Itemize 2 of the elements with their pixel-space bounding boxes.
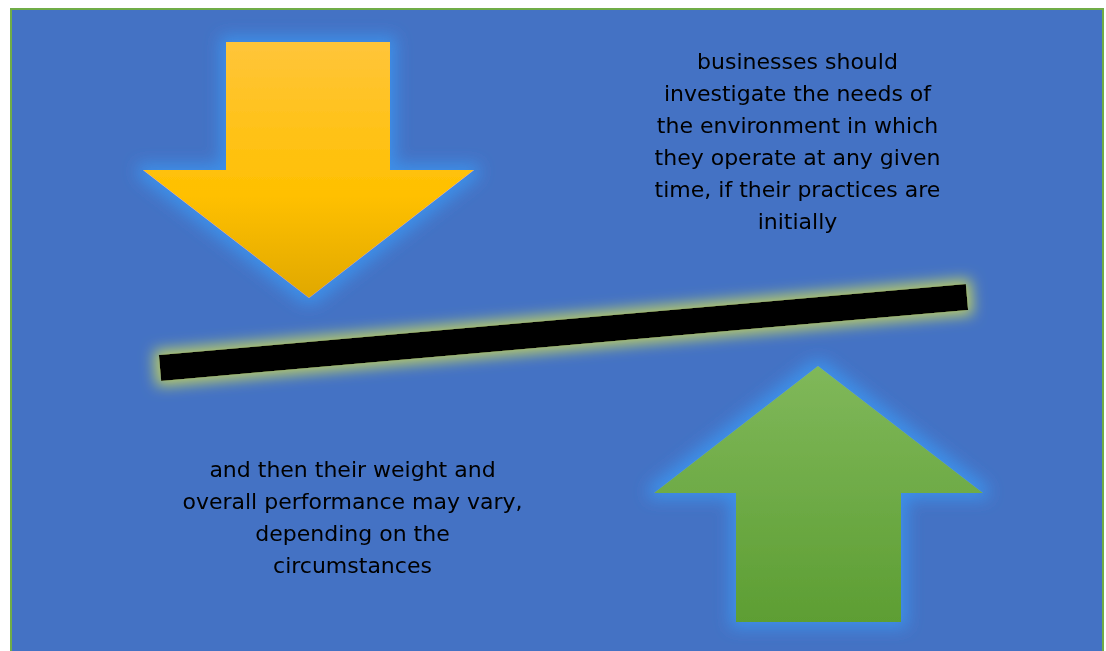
note-text: and then their weight and overall performance may vary, depending on the circumstances xyxy=(181,456,524,580)
note-text: businesses should investigate the needs of the environment in which they operate at any given time, if their practices are initially xyxy=(653,48,942,236)
